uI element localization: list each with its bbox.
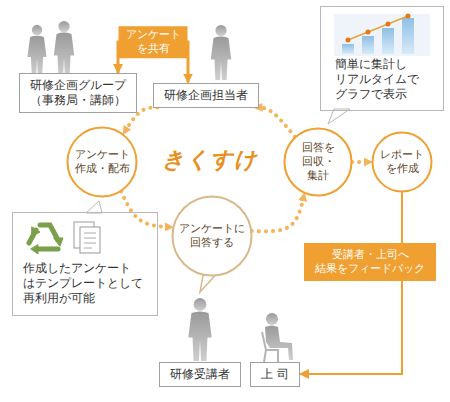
node-text: 受講者・上司へ 結果をフィードバック bbox=[315, 248, 425, 276]
circle-shape bbox=[173, 197, 252, 276]
feedback-box: 受講者・上司へ 結果をフィードバック bbox=[304, 243, 436, 281]
flow-arrow bbox=[401, 192, 403, 243]
role-box: 研修企画グループ （事務局・講師） bbox=[19, 73, 137, 113]
node-text: レポート を作成 bbox=[380, 148, 424, 176]
callout-box: 作成したアンケート はテンプレートとして 再利用が可能 bbox=[12, 212, 158, 316]
edge-label: アンケート を共有 bbox=[126, 28, 181, 56]
dotted-flow-arrow bbox=[121, 191, 173, 227]
node-text: 研修企画担当者 bbox=[164, 88, 248, 103]
speech-bubble: アンケートに 回答する bbox=[171, 195, 253, 277]
dotted-flow-arrow bbox=[252, 193, 305, 231]
chart-icon bbox=[334, 14, 430, 57]
flow-arrow bbox=[300, 281, 402, 374]
edge-label-box: アンケート を共有 bbox=[119, 26, 188, 58]
role-box: 研修受講者 bbox=[159, 362, 241, 387]
boss-figure bbox=[262, 313, 293, 362]
circle-shape bbox=[285, 129, 352, 196]
trainee-figure bbox=[188, 298, 211, 361]
node-text: 作成したアンケート はテンプレートとして 再利用が可能 bbox=[23, 261, 143, 306]
callout-tail bbox=[328, 109, 350, 124]
node-text: アンケートに 回答する bbox=[179, 222, 245, 250]
callout-box: 簡単に集計し リアルタイムで グラフで表示 bbox=[320, 6, 444, 111]
process-circle: アンケート 作成・配布 bbox=[66, 126, 138, 198]
node-text: アンケート 作成・配布 bbox=[75, 148, 130, 176]
dotted-flow-arrow bbox=[352, 160, 372, 164]
process-circle: 回答を 回収・集計 bbox=[283, 127, 353, 197]
process-circle: レポート を作成 bbox=[371, 131, 433, 193]
node-text: 研修企画グループ （事務局・講師） bbox=[30, 78, 126, 108]
planning-group-figures bbox=[27, 21, 74, 76]
node-text: 上 司 bbox=[261, 367, 289, 382]
dotted-flow-arrow bbox=[255, 107, 295, 137]
node-text: 簡単に集計し リアルタイムで グラフで表示 bbox=[335, 57, 419, 102]
recycle-icon bbox=[29, 225, 63, 254]
role-box: 上 司 bbox=[250, 362, 300, 387]
role-box: 研修企画担当者 bbox=[153, 83, 259, 108]
node-text: 研修受講者 bbox=[170, 367, 230, 382]
circle-shape bbox=[373, 133, 432, 192]
planner-figure bbox=[211, 25, 232, 80]
circle-shape bbox=[68, 128, 137, 197]
logo-text: きくすけ bbox=[162, 145, 258, 175]
document-icon bbox=[74, 222, 100, 253]
node-text: 回答を 回収・集計 bbox=[302, 141, 335, 182]
